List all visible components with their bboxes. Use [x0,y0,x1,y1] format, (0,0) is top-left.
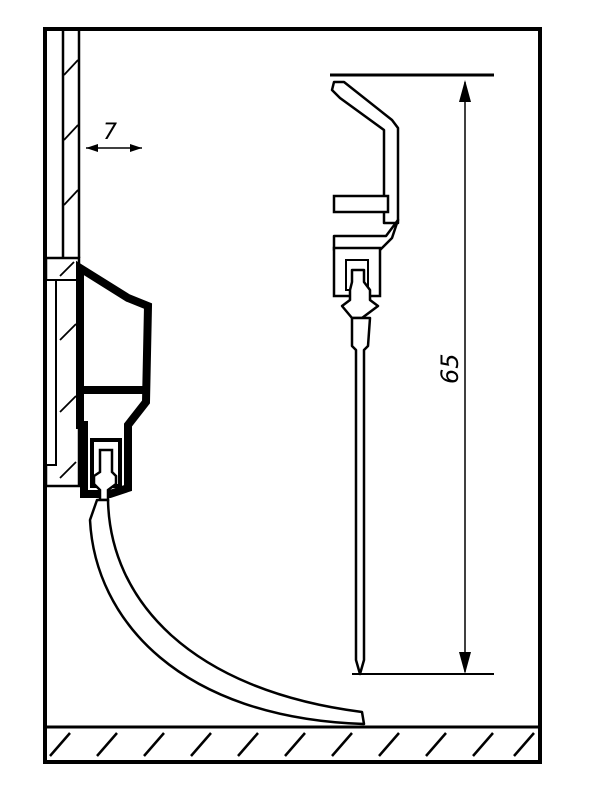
floor [45,725,540,757]
height-dimension-label: 65 [436,353,464,384]
gap-dimension-label: 7 [103,120,117,145]
mounted-seal-profile [76,260,366,726]
door-leaf [44,31,81,488]
height-dimension: 65 [436,80,471,674]
gap-dimension: 7 [86,120,142,152]
standalone-seal-profile [330,73,494,676]
